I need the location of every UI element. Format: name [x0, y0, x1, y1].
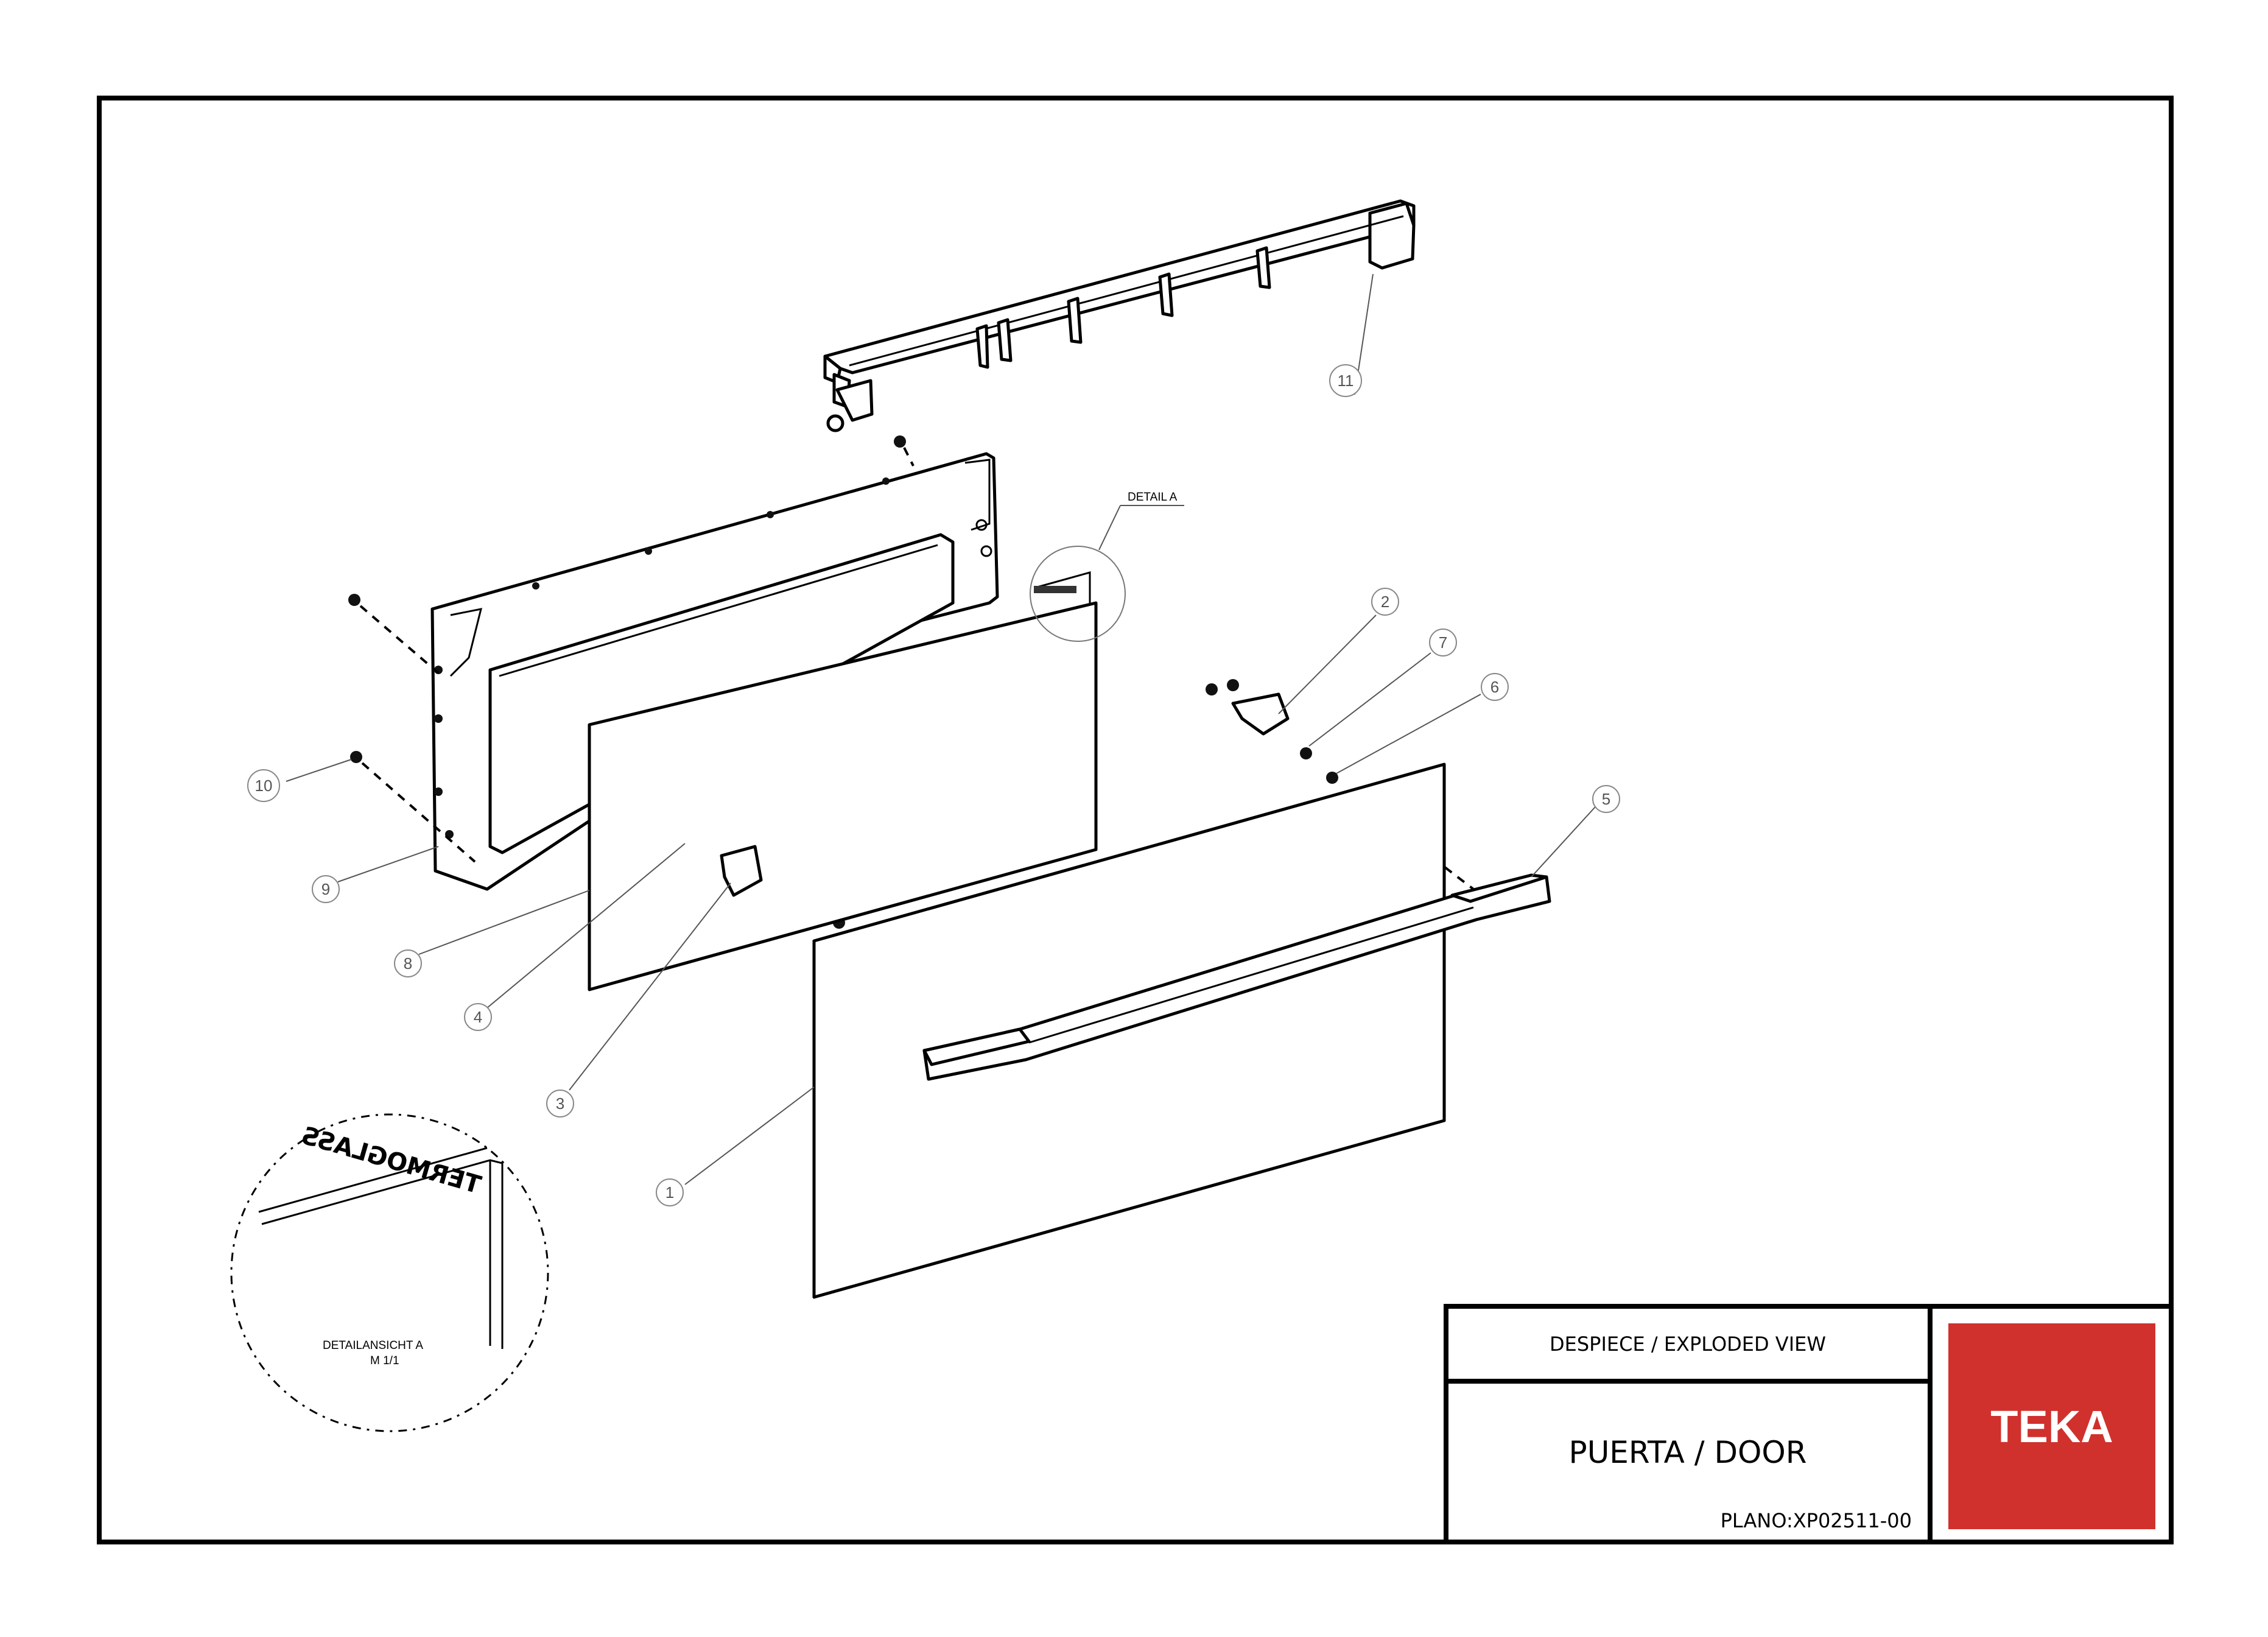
detail-a-marker: DETAIL A [1030, 491, 1184, 642]
callout-label: 10 [255, 776, 273, 795]
callout-label: 3 [556, 1094, 564, 1113]
part-5-handle [922, 873, 1551, 1081]
title-view-type: DESPIECE / EXPLODED VIEW [1550, 1332, 1826, 1356]
detail-view-a: TERMOGLASS DETAILANSICHT A M 1/1 [230, 1113, 549, 1432]
callout-11: 11 [1329, 364, 1362, 397]
detail-view-title: DETAILANSICHT A [323, 1339, 423, 1352]
callout-label: 9 [321, 880, 330, 898]
drawing-frame [97, 96, 2174, 1544]
callout-label: 1 [665, 1183, 674, 1202]
brand-logo: TEKA [1990, 1401, 2113, 1452]
part-3-hinge [720, 845, 763, 897]
callout-6: 6 [1481, 673, 1509, 701]
callout-4: 4 [464, 1003, 492, 1031]
part-11-top-trim [823, 199, 1416, 432]
callout-1: 1 [656, 1178, 684, 1206]
callout-label: 7 [1439, 633, 1447, 652]
callout-label: 6 [1490, 678, 1499, 696]
callout-label: 8 [404, 954, 412, 973]
callout-label: 2 [1381, 593, 1389, 611]
callout-label: 11 [1338, 371, 1354, 390]
brand-logo-box [1948, 1323, 2155, 1529]
detail-view-scale: M 1/1 [370, 1354, 399, 1367]
title-block: DESPIECE / EXPLODED VIEW PUERTA / DOOR P… [1444, 1304, 2174, 1544]
callout-9: 9 [312, 875, 340, 903]
title-drawing-number: PLANO:XP02511-00 [1721, 1509, 1912, 1532]
callout-label: 5 [1602, 790, 1610, 808]
part-1-outer-glass [812, 762, 1446, 1299]
title-part-name: PUERTA / DOOR [1569, 1435, 1807, 1470]
callout-5: 5 [1592, 785, 1620, 813]
callout-3: 3 [546, 1090, 574, 1118]
callout-10: 10 [247, 769, 280, 802]
part-8-inner-glass [588, 571, 1098, 991]
leader-lines [286, 273, 1596, 1185]
detail-a-label: DETAIL A [1128, 491, 1178, 504]
callout-label: 4 [474, 1008, 482, 1026]
callout-7: 7 [1429, 628, 1457, 657]
callout-8: 8 [394, 949, 422, 977]
part-2-hinge [1231, 692, 1290, 736]
callout-2: 2 [1371, 588, 1399, 616]
